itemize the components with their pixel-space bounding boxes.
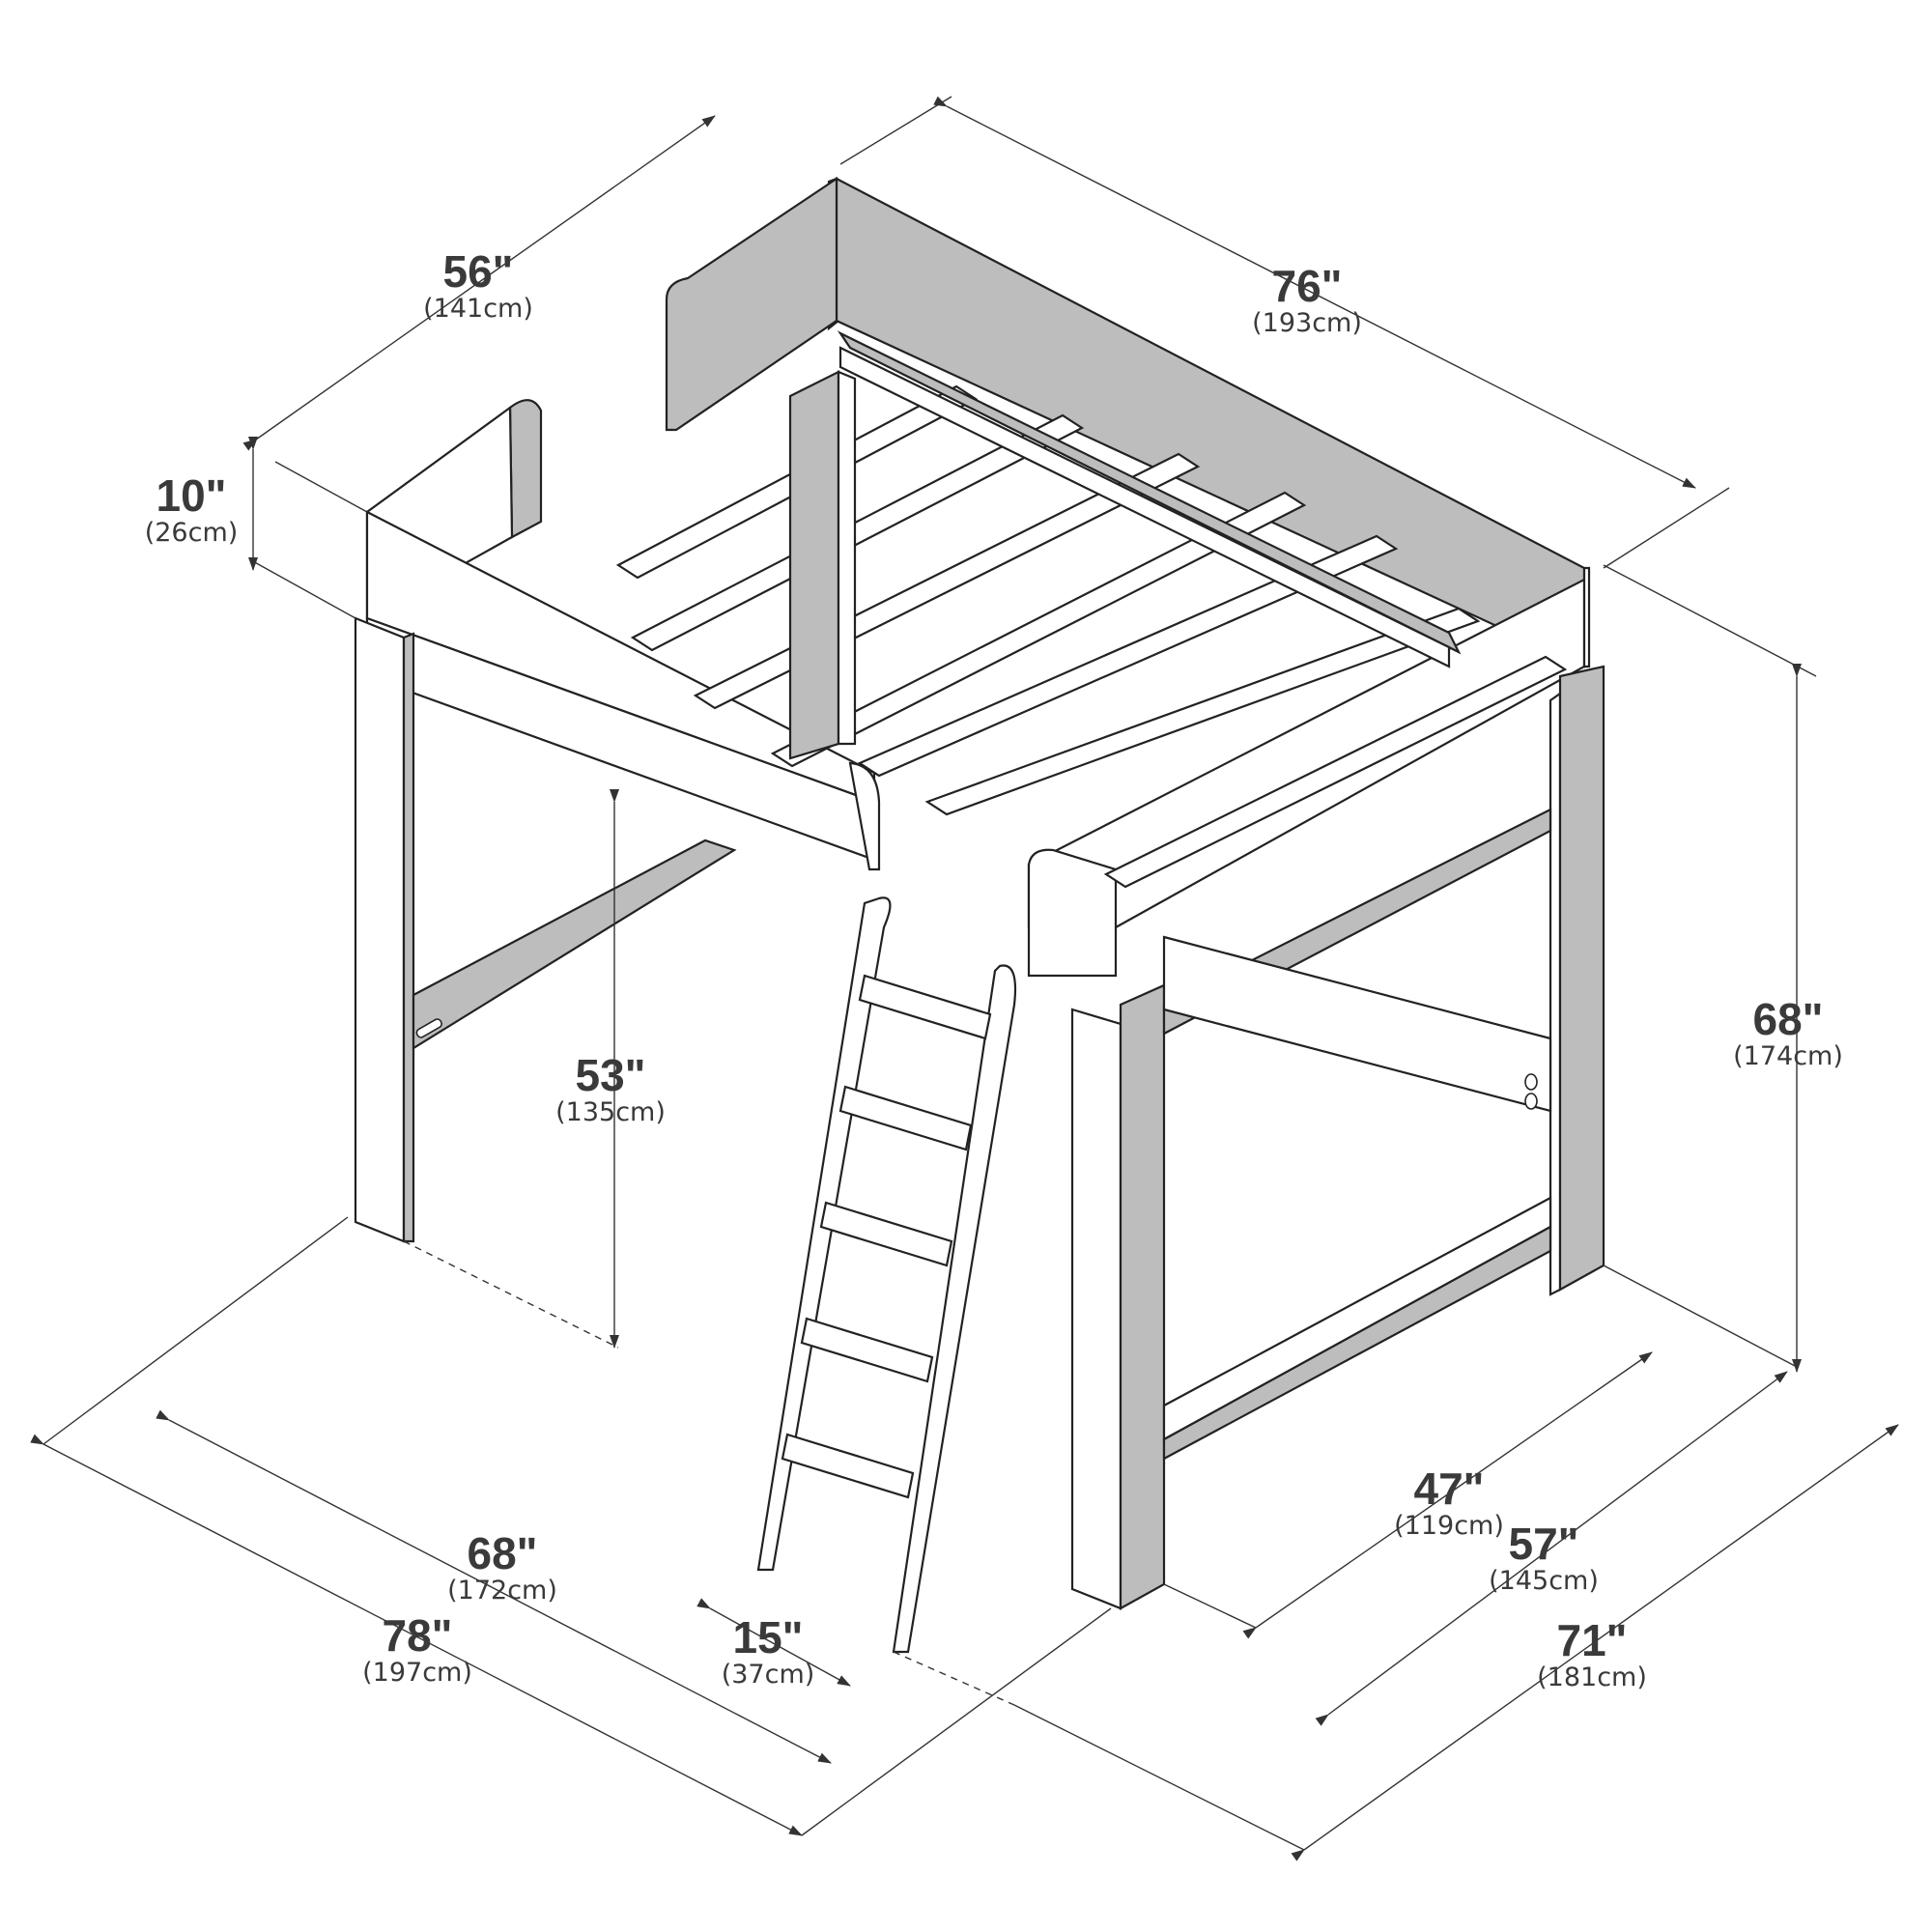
- back-posts: [788, 370, 857, 760]
- dim-cm: (135cm): [555, 1097, 666, 1127]
- dim-underbed-clearance: 53" (135cm): [555, 1053, 666, 1125]
- dim-cm: (174cm): [1733, 1041, 1843, 1071]
- dim-inner-width: 47" (119cm): [1394, 1466, 1504, 1539]
- dim-inches: 47": [1413, 1463, 1485, 1514]
- dim-cm: (172cm): [447, 1576, 557, 1605]
- dim-inches: 71": [1556, 1615, 1628, 1665]
- dim-cm: (181cm): [1537, 1662, 1647, 1692]
- dim-ladder-width: 15" (37cm): [722, 1615, 815, 1688]
- dim-cm: (37cm): [721, 1660, 815, 1690]
- dim-cm: (141cm): [423, 294, 533, 324]
- dim-overall-width-with-ladder: 71" (181cm): [1537, 1618, 1647, 1690]
- dim-inches: 78": [382, 1610, 453, 1661]
- dim-guardrail-depth: 56" (141cm): [423, 249, 533, 322]
- dim-overall-length-bottom: 78" (197cm): [362, 1613, 472, 1686]
- dimension-lines: [30, 96, 1899, 1861]
- dim-cm: (197cm): [362, 1658, 472, 1688]
- dim-inches: 57": [1508, 1519, 1579, 1569]
- dim-inches: 10": [156, 470, 227, 521]
- dim-inches: 15": [732, 1612, 804, 1662]
- dim-guardrail-height: 10" (26cm): [145, 473, 239, 546]
- dim-cm: (145cm): [1489, 1566, 1599, 1596]
- dim-inches: 53": [575, 1050, 646, 1100]
- dim-overall-height: 68" (174cm): [1733, 997, 1843, 1069]
- dim-inches: 76": [1271, 261, 1343, 311]
- dim-cm: (119cm): [1394, 1511, 1504, 1541]
- dim-outer-width: 57" (145cm): [1489, 1521, 1599, 1594]
- dim-cm: (26cm): [144, 518, 239, 548]
- dim-overall-length-top: 76" (193cm): [1252, 264, 1362, 336]
- dim-cm: (193cm): [1252, 308, 1362, 338]
- ladder: [756, 896, 1017, 1654]
- dim-inches: 56": [442, 246, 514, 297]
- dim-inches: 68": [467, 1528, 538, 1578]
- dim-inches: 68": [1752, 994, 1824, 1044]
- dim-inner-length: 68" (172cm): [447, 1531, 557, 1604]
